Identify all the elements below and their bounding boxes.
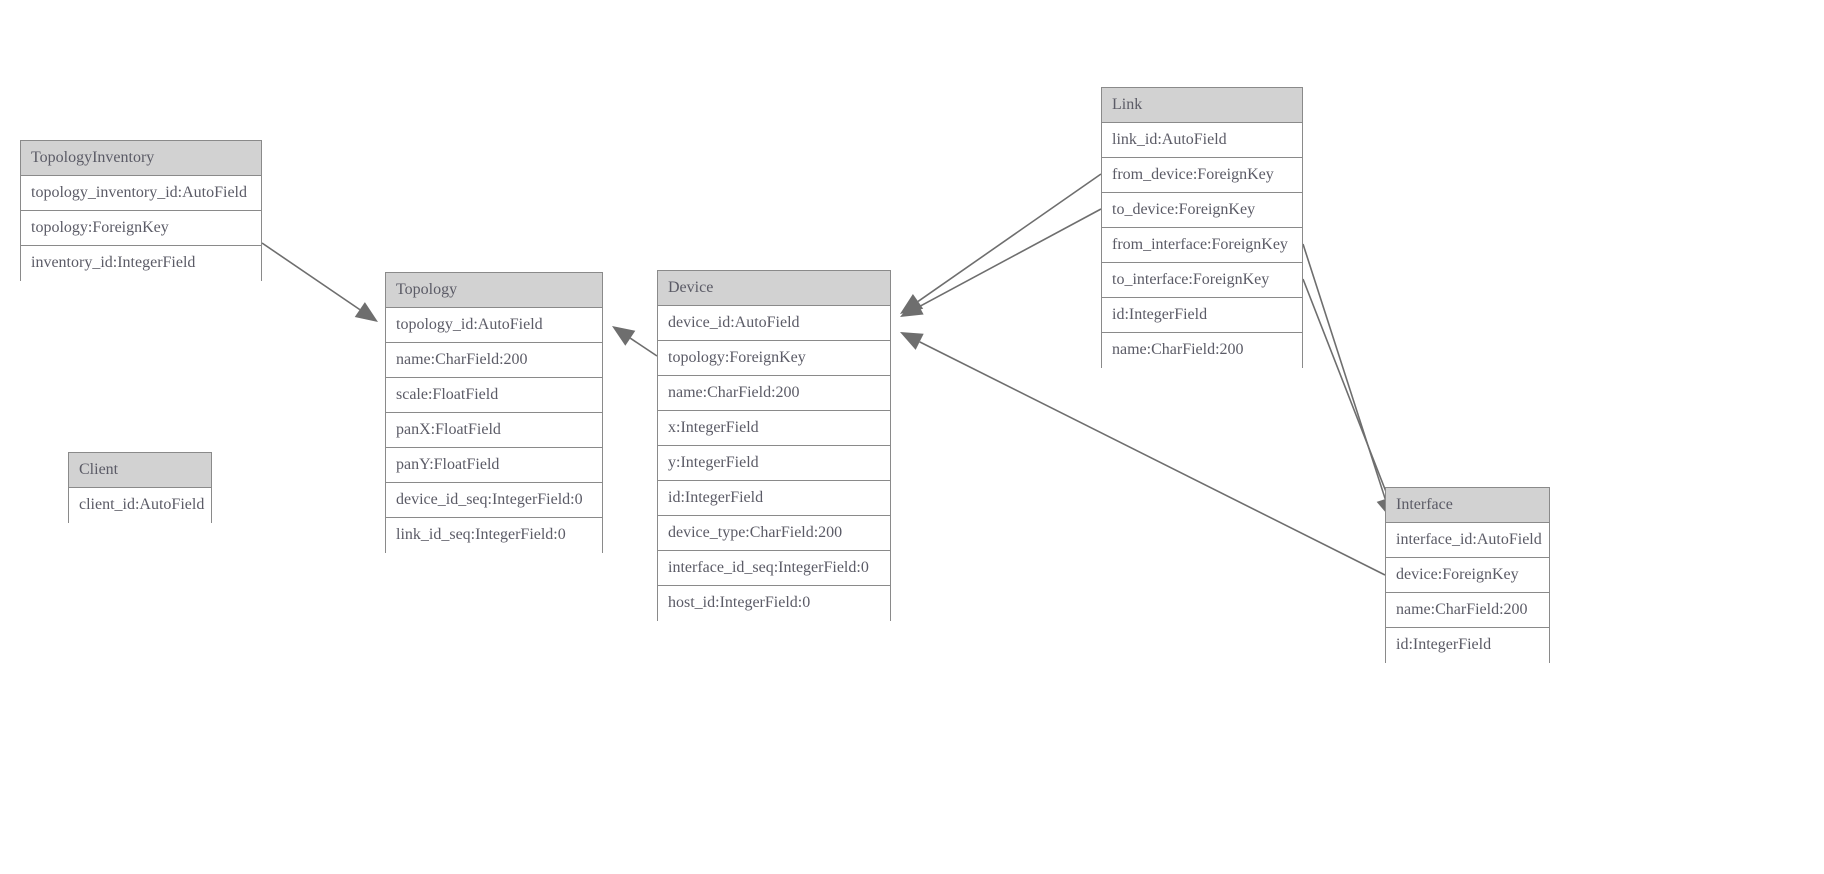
entity-field-row: id:IntegerField xyxy=(1386,628,1549,663)
relationship-line xyxy=(1302,243,1387,500)
entity-field-row: from_interface:ForeignKey xyxy=(1102,228,1302,263)
entity-field-row: y:IntegerField xyxy=(658,446,890,481)
entity-field-row: name:CharField:200 xyxy=(386,343,602,378)
entity-title-device: Device xyxy=(658,271,890,306)
entity-field-row: inventory_id:IntegerField xyxy=(21,246,261,281)
entity-field-row: interface_id_seq:IntegerField:0 xyxy=(658,551,890,586)
entity-title-client: Client xyxy=(69,453,211,488)
entity-field-row: device_type:CharField:200 xyxy=(658,516,890,551)
entity-field-row: host_id:IntegerField:0 xyxy=(658,586,890,621)
arrowhead-icon xyxy=(900,294,924,314)
entity-field-row: topology_id:AutoField xyxy=(386,308,602,343)
entity-field-row: topology:ForeignKey xyxy=(21,211,261,246)
entity-field-row: from_device:ForeignKey xyxy=(1102,158,1302,193)
relationship-interface-device xyxy=(900,332,1386,576)
entity-field-row: device:ForeignKey xyxy=(1386,558,1549,593)
entity-field-row: topology:ForeignKey xyxy=(658,341,890,376)
arrowhead-icon xyxy=(612,326,636,346)
entity-field-row: device_id:AutoField xyxy=(658,306,890,341)
entity-field-row: x:IntegerField xyxy=(658,411,890,446)
relationship-topologyinventory-topology xyxy=(261,242,378,322)
relationship-line xyxy=(919,341,1386,576)
relationship-link-from-interface xyxy=(1302,243,1394,520)
relationship-line xyxy=(1302,278,1390,500)
entity-field-row: interface_id:AutoField xyxy=(1386,523,1549,558)
entity-field-row: link_id:AutoField xyxy=(1102,123,1302,158)
entity-field-row: to_device:ForeignKey xyxy=(1102,193,1302,228)
relationship-device-topology xyxy=(612,326,658,357)
entity-field-row: panY:FloatField xyxy=(386,448,602,483)
entity-field-row: id:IntegerField xyxy=(658,481,890,516)
relationship-line xyxy=(261,242,361,311)
arrowhead-icon xyxy=(900,298,924,317)
entity-title-interface: Interface xyxy=(1386,488,1549,523)
entity-field-row: to_interface:ForeignKey xyxy=(1102,263,1302,298)
entity-field-row: device_id_seq:IntegerField:0 xyxy=(386,483,602,518)
entity-title-link: Link xyxy=(1102,88,1302,123)
arrowhead-icon xyxy=(900,332,924,350)
relationship-line xyxy=(629,337,658,357)
entity-field-row: link_id_seq:IntegerField:0 xyxy=(386,518,602,553)
entity-field-row: name:CharField:200 xyxy=(1102,333,1302,368)
entity-field-row: topology_inventory_id:AutoField xyxy=(21,176,261,211)
relationship-line xyxy=(917,173,1102,303)
entity-title-topology: Topology xyxy=(386,273,602,308)
entity-field-row: name:CharField:200 xyxy=(1386,593,1549,628)
entity-field-row: id:IntegerField xyxy=(1102,298,1302,333)
entity-field-row: name:CharField:200 xyxy=(658,376,890,411)
entity-field-row: scale:FloatField xyxy=(386,378,602,413)
relationship-link-from-device xyxy=(900,173,1102,314)
relationship-line xyxy=(919,208,1102,308)
arrowhead-icon xyxy=(354,302,378,322)
entity-field-row: client_id:AutoField xyxy=(69,488,211,523)
relationship-link-to-interface xyxy=(1302,278,1398,520)
entity-title-topology_inventory: TopologyInventory xyxy=(21,141,261,176)
relationship-link-to-device xyxy=(900,208,1102,317)
entity-field-row: panX:FloatField xyxy=(386,413,602,448)
